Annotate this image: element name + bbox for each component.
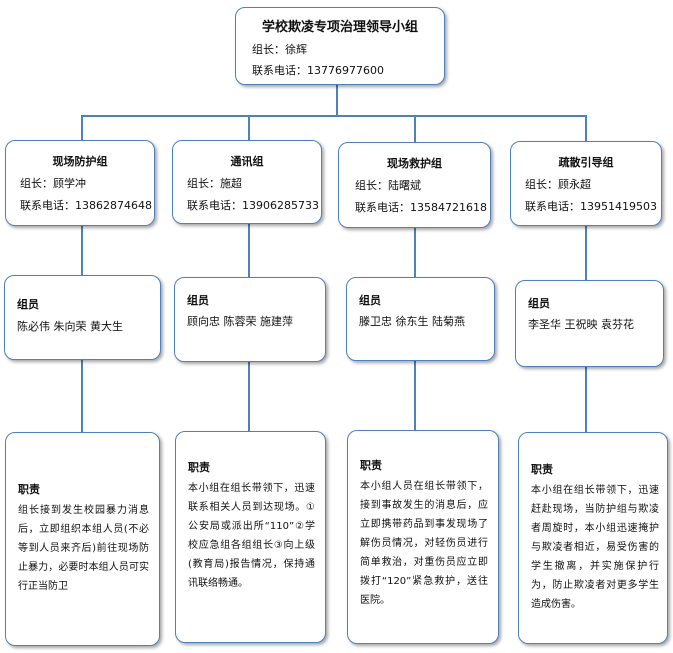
connector-members-1	[81, 226, 83, 276]
members-box-2: 组员 顾向忠 陈蓉荣 施建萍	[174, 277, 326, 362]
connector-members-4	[585, 226, 587, 281]
group-name: 通讯组	[230, 155, 264, 168]
leader-title: 学校欺凌专项治理领导小组	[261, 20, 418, 35]
connector-duty-3	[414, 361, 416, 431]
duty-text: 本小组在组长带领下，迅速联系相关人员到达现场。①公安局或派出所“110”②学校应…	[188, 483, 315, 589]
members-label: 组员	[17, 298, 39, 311]
group-phone: 联系电话：13862874648	[20, 199, 152, 212]
group-box-3: 现场救护组 组长：陆曙斌 联系电话：13584721618	[338, 142, 491, 228]
leader-phone: 联系电话：13776977600	[252, 64, 384, 77]
connector-leader-down	[336, 84, 338, 116]
duty-box-3: 职责 本小组人员在组长带领下，接到事故发生的消息后，应立即携带药品到事发现场了解…	[347, 430, 499, 644]
group-phone: 联系电话：13951419503	[525, 200, 657, 213]
members-box-1: 组员 陈必伟 朱向荣 黄大生	[4, 275, 161, 360]
members-list: 陈必伟 朱向荣 黄大生	[17, 320, 123, 333]
duty-label: 职责	[188, 461, 210, 474]
connector-group-3	[414, 115, 416, 143]
duty-text: 本小组在组长带领下，迅速赶赴现场，当防护组与欺凌者周旋时，本小组迅速掩护与欺凌者…	[531, 485, 659, 610]
group-box-4: 疏散引导组 组长：顾永超 联系电话：13951419503	[510, 141, 662, 226]
group-box-2: 通讯组 组长：施超 联系电话：13906285733	[172, 140, 322, 224]
members-label: 组员	[359, 294, 381, 307]
members-list: 顾向忠 陈蓉荣 施建萍	[187, 315, 293, 328]
connector-duty-4	[585, 367, 587, 433]
group-box-1: 现场防护组 组长：顾学冲 联系电话：13862874648	[5, 140, 155, 226]
connector-group-1	[81, 115, 83, 141]
members-label: 组员	[187, 294, 209, 307]
connector-horizontal-bar	[81, 115, 586, 117]
leader-box: 学校欺凌专项治理领导小组 组长：徐辉 联系电话：13776977600	[235, 7, 445, 85]
members-box-4: 组员 李圣华 王祝映 袁芬花	[515, 280, 664, 367]
duty-box-1: 职责 组长接到发生校园暴力消息后，立即组织本组人员(不必等到人员来齐后)前往现场…	[5, 432, 160, 646]
group-head: 组长：陆曙斌	[355, 179, 421, 192]
duty-text: 组长接到发生校园暴力消息后，立即组织本组人员(不必等到人员来齐后)前往现场防止暴…	[18, 505, 149, 592]
group-head: 组长：顾永超	[525, 178, 591, 191]
members-list: 滕卫忠 徐东生 陆菊燕	[359, 315, 465, 328]
connector-members-2	[248, 224, 250, 278]
duty-label: 职责	[360, 459, 382, 472]
group-head: 组长：施超	[187, 177, 242, 190]
connector-group-4	[585, 115, 587, 142]
duty-label: 职责	[531, 463, 553, 476]
duty-text: 本小组人员在组长带领下，接到事故发生的消息后，应立即携带药品到事发现场了解伤员情…	[360, 481, 488, 606]
group-name: 现场救护组	[387, 157, 442, 170]
connector-duty-2	[248, 362, 250, 432]
group-name: 现场防护组	[52, 155, 108, 168]
members-label: 组员	[528, 297, 550, 310]
duty-box-2: 职责 本小组在组长带领下，迅速联系相关人员到达现场。①公安局或派出所“110”②…	[175, 431, 326, 643]
group-name: 疏散引导组	[558, 156, 614, 169]
group-head: 组长：顾学冲	[20, 177, 86, 190]
group-phone: 联系电话：13584721618	[355, 201, 487, 214]
connector-duty-1	[81, 360, 83, 433]
leader-head: 组长：徐辉	[252, 43, 307, 56]
group-phone: 联系电话：13906285733	[187, 199, 319, 212]
connector-group-2	[248, 115, 250, 141]
duty-box-4: 职责 本小组在组长带领下，迅速赶赴现场，当防护组与欺凌者周旋时，本小组迅速掩护与…	[518, 432, 668, 644]
connector-members-3	[414, 228, 416, 278]
duty-label: 职责	[18, 483, 40, 496]
members-list: 李圣华 王祝映 袁芬花	[528, 318, 634, 331]
members-box-3: 组员 滕卫忠 徐东生 陆菊燕	[346, 277, 495, 361]
